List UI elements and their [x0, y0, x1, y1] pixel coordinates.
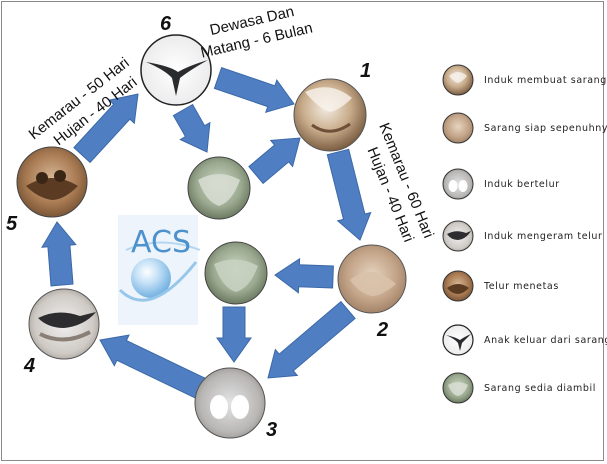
arrow-2-to-3: [267, 300, 356, 379]
stage-harvest-top-photo: [187, 156, 251, 220]
egg-left-icon: [210, 395, 228, 419]
legend-label: Sarang siap sepenuhnya: [484, 123, 607, 134]
stage-number-6: 6: [160, 13, 172, 35]
stage-number-1: 1: [360, 60, 371, 82]
stage-harvest-middle-photo: [204, 241, 268, 305]
arrow-2-to-harvest: [274, 257, 334, 294]
arrow-4-to-5: [41, 221, 77, 287]
arrow-5-to-6: [73, 93, 139, 164]
legend-item: Induk bertelur: [442, 168, 560, 200]
incubating-bird-icon: [38, 312, 96, 328]
legend-item: Induk membuat sarang: [442, 64, 607, 96]
stage-4-photo: [28, 288, 100, 360]
stage-number-5: 5: [6, 213, 18, 235]
legend-item: Sarang siap sepenuhnya: [442, 112, 607, 144]
watermark-text: ACS: [131, 225, 191, 260]
egg-right-icon: [231, 395, 249, 419]
arrow-3-to-4: [99, 334, 206, 399]
arrow-1-to-2: [326, 148, 372, 241]
legend-label: Anak keluar dari sarang: [484, 335, 607, 346]
stage-6-photo: [140, 34, 212, 106]
legend-label: Telur menetas: [483, 281, 559, 292]
legend: Induk membuat sarang Sarang siap sepenuh…: [442, 64, 607, 404]
legend-label: Induk mengeram telur: [484, 231, 603, 242]
arrow-harvest-to-3: [216, 306, 252, 363]
stage-5-photo: [16, 146, 88, 218]
swiftlet-silhouette-icon: [146, 60, 208, 96]
cycle-arrows: [41, 66, 372, 399]
arrow-harvest-to-1: [248, 137, 301, 185]
legend-item: Anak keluar dari sarang: [442, 324, 607, 356]
arrow-6-to-1: [213, 66, 295, 114]
stage-1-photo: [293, 78, 367, 152]
acs-watermark: ACS: [118, 215, 201, 325]
legend-label: Sarang sedia diambil: [484, 383, 596, 394]
legend-item: Induk mengeram telur: [442, 220, 603, 252]
arrow-6-to-harvest: [172, 103, 211, 153]
legend-item: Sarang sedia diambil: [442, 372, 596, 404]
stage-number-3: 3: [266, 419, 277, 441]
legend-label: Induk bertelur: [484, 179, 560, 190]
stage-3-photo: [194, 367, 266, 439]
stage-number-2: 2: [376, 319, 388, 341]
stage-2-photo: [337, 244, 407, 314]
legend-label: Induk membuat sarang: [484, 75, 607, 86]
stage-number-4: 4: [23, 355, 35, 377]
legend-item: Telur menetas: [442, 270, 559, 302]
